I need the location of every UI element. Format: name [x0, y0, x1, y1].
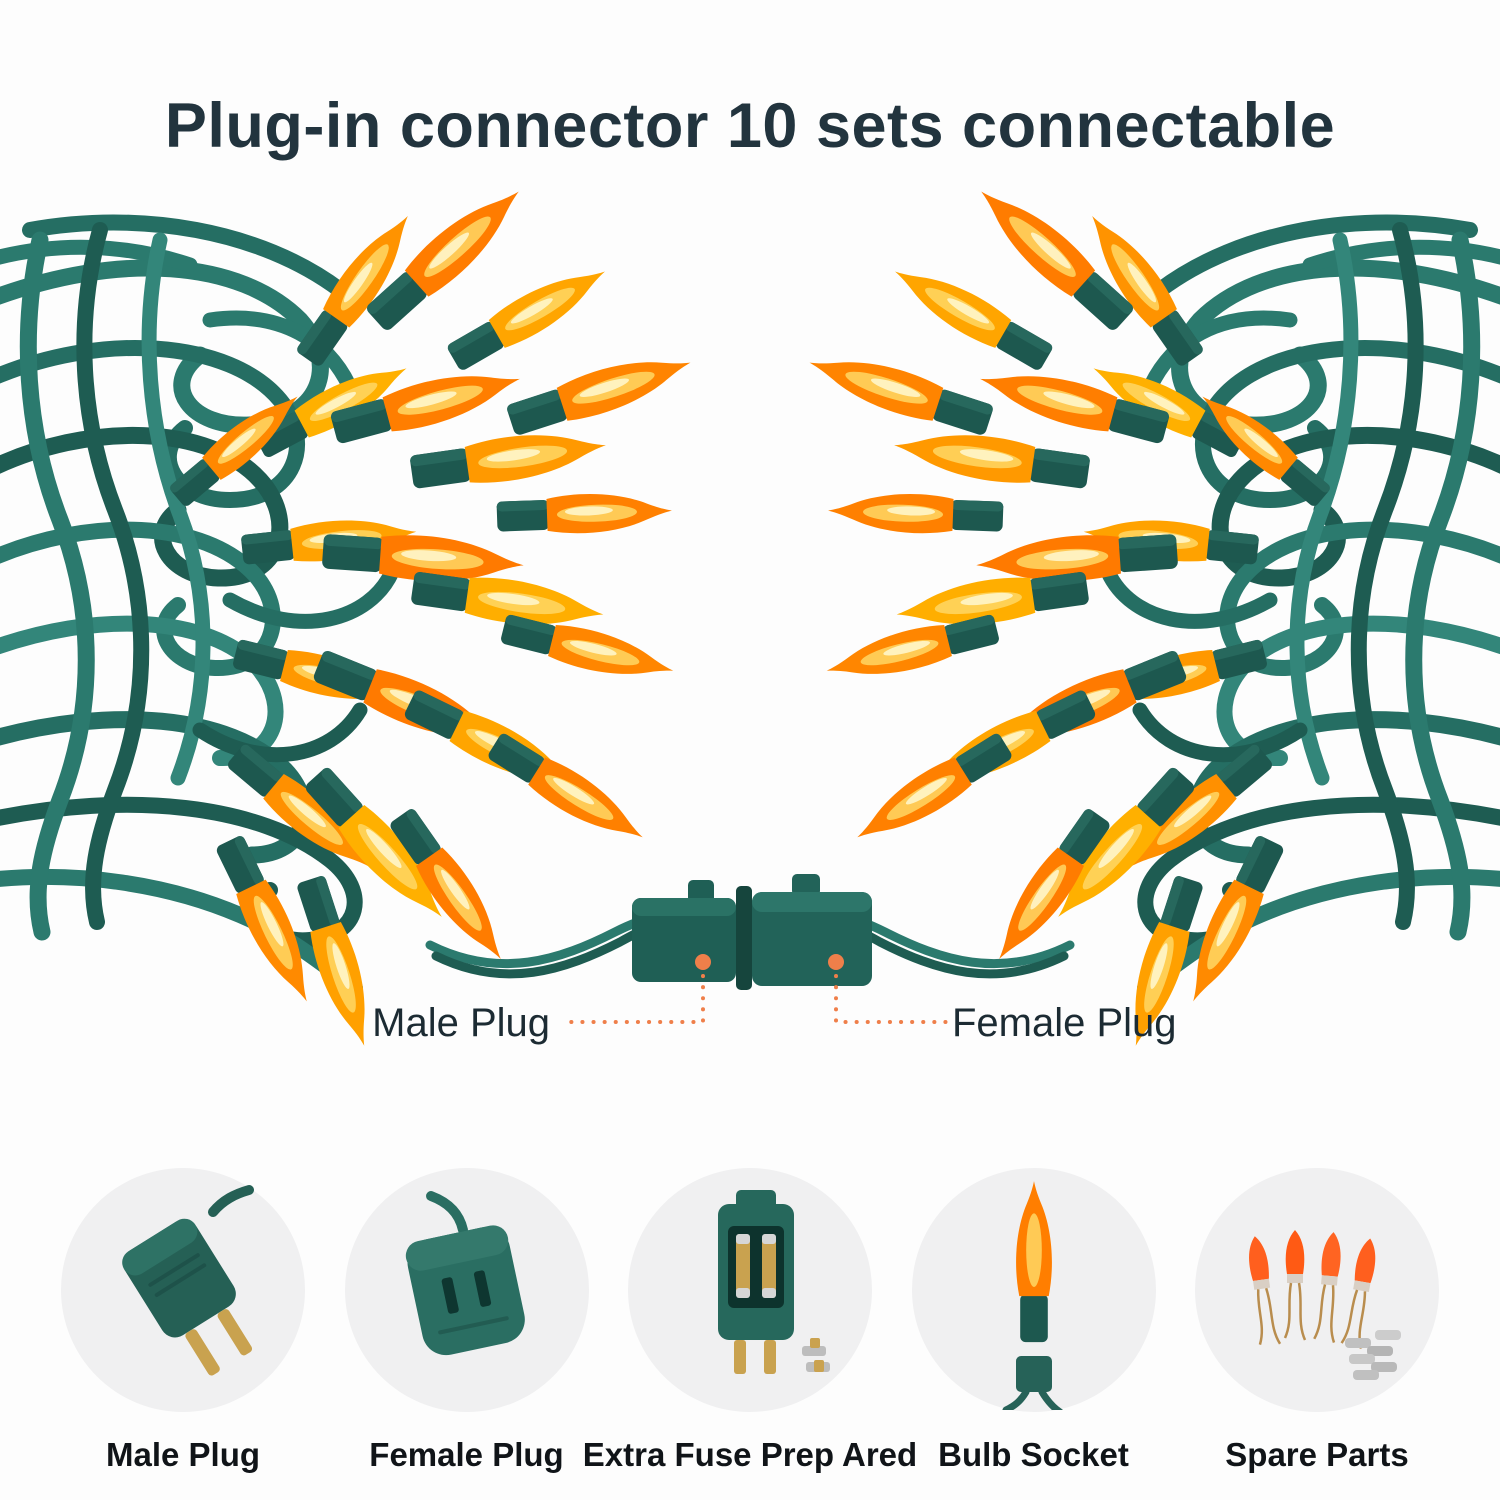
feature-label-bulb-socket: Bulb Socket — [938, 1436, 1129, 1473]
callout-male-plug-label: Male Plug — [372, 1001, 550, 1045]
spare-bulbs — [1249, 1230, 1376, 1349]
spare-parts-photo-circle — [1195, 1168, 1439, 1412]
plug-in-connector — [632, 874, 872, 990]
right-light-bundle — [803, 176, 1500, 1050]
callout-female-plug-label: Female Plug — [952, 1001, 1177, 1045]
feature-label-female-plug: Female Plug — [369, 1436, 564, 1473]
spare-parts-icon — [1249, 1230, 1401, 1380]
feature-card-male-plug: Male Plug — [58, 1168, 308, 1474]
fuse-area-photo-circle — [628, 1168, 872, 1412]
feature-row: Male Plug Female Plug — [58, 1168, 1442, 1474]
bulb-socket-photo-circle — [911, 1168, 1156, 1412]
callout-leaders — [563, 954, 952, 1024]
feature-card-fuse-area: Extra Fuse Prep Ared — [583, 1168, 917, 1474]
feature-label-spare-parts: Spare Parts — [1225, 1436, 1409, 1473]
female-plug-icon — [405, 1191, 525, 1356]
male-plug-dot — [695, 954, 711, 970]
feature-card-female-plug: Female Plug — [342, 1168, 592, 1474]
page-title: Plug-in connector 10 sets connectable — [164, 91, 1336, 161]
feature-label-male-plug: Male Plug — [105, 1436, 261, 1473]
male-plug-icon — [122, 1185, 254, 1376]
female-plug-dot — [828, 954, 844, 970]
feature-card-spare-parts: Spare Parts — [1192, 1168, 1442, 1474]
left-light-bundle — [0, 176, 697, 1050]
feature-card-bulb-socket: Bulb Socket — [909, 1168, 1159, 1474]
bulb-socket-icon — [1002, 1181, 1063, 1410]
feature-label-fuse-area: Extra Fuse Prep Ared — [582, 1436, 918, 1473]
male-plug-photo-circle — [61, 1168, 305, 1412]
spare-fuses-pile — [1345, 1330, 1401, 1380]
spare-fuses — [802, 1338, 830, 1372]
fuse-compartment-icon — [718, 1190, 830, 1374]
string-lights-photo — [0, 170, 1500, 1050]
female-plug-photo-circle — [344, 1168, 589, 1412]
